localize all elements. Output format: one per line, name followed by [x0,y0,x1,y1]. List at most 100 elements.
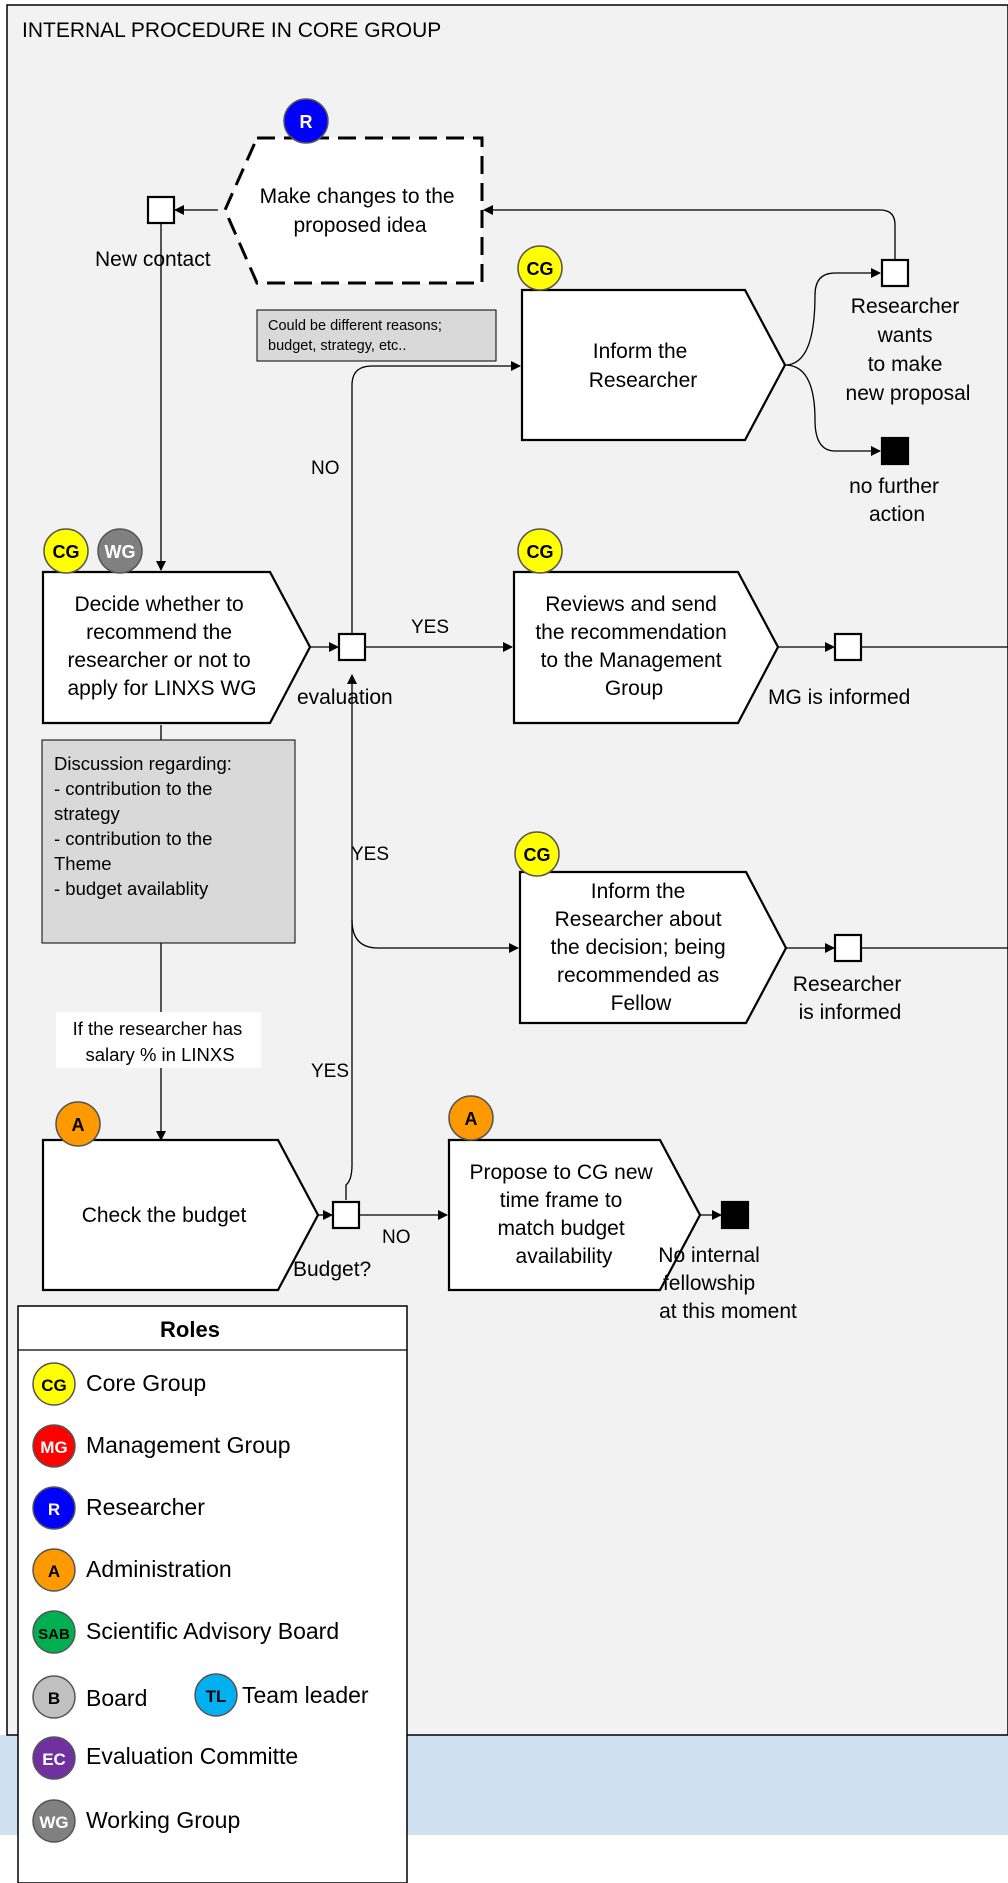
gateway-budget [331,1200,361,1230]
task-reviews-send-line-1: Reviews and send [545,593,717,616]
event-researcher-informed [833,933,863,963]
task-inform-researcher-line-2: Researcher [589,369,698,392]
legend-code-board: B [48,1689,60,1708]
task-propose-time-line-4: availability [516,1245,613,1268]
label-researcher-informed: Researcher is informed [793,973,907,1024]
badge-working-group-decide-text: WG [105,542,136,562]
badge-core-group-reviews: CG [517,528,563,574]
legend-label-core-group: Core Group [86,1370,206,1396]
event-labels: New contact Researcher wants to make new… [95,248,970,1323]
badge-core-group-decide: CG [43,528,89,574]
connector-back-to-changes [483,205,896,260]
note-reasons: Could be different reasons; budget, stra… [256,309,497,362]
events [146,195,910,1230]
task-decide-line-2: recommend the [86,621,232,644]
legend-item-evaluation-committee: EC Evaluation Committe [32,1736,298,1780]
task-inform-decision-line-4: recommended as [557,964,719,987]
connector-yes-fellow [351,919,519,953]
connector-to-no-further [784,364,881,456]
event-new-contact [146,195,176,225]
legend-code-researcher: R [48,1500,60,1519]
label-no-internal: No internal fellowship at this moment [658,1244,797,1323]
badge-administration-check: A [55,1101,101,1147]
label-researcher-informed-line-2: is informed [799,1001,902,1024]
note-reasons-line-2: budget, strategy, etc.. [268,338,406,354]
svg-text:Inform the Researcher ab: Inform the Researcher about the decision… [551,880,732,1015]
badge-researcher-make-changes: R [283,98,329,144]
task-role-badges: R CG CG WG CG CG A A [43,98,563,1147]
legend-box [17,1305,408,1883]
roles-legend: Roles CG Core Group MG Management Group … [17,1305,408,1883]
label-researcher-wants-line-1: Researcher [851,295,960,318]
task-inform-decision-line-3: the decision; being [551,936,726,959]
badge-researcher-make-changes-text: R [300,112,313,132]
legend-label-sab: Scientific Advisory Board [86,1618,339,1644]
legend-title: Roles [160,1317,220,1342]
event-mg-informed [833,632,863,662]
label-researcher-informed-line-1: Researcher [793,973,902,996]
badge-administration-propose: A [448,1095,494,1141]
flow-label-no-budget: NO [382,1227,411,1248]
svg-text:Make changes to the prop: Make changes to the proposed idea [260,185,461,237]
legend-code-working-group: WG [39,1813,68,1832]
label-no-further-line-1: no further [849,475,939,498]
svg-text:Check the budget: Check the budget [82,1204,247,1227]
task-inform-decision: Inform the Researcher about the decision… [518,870,788,1025]
svg-text:Propose to CG new time f: Propose to CG new time frame to match bu… [469,1161,658,1268]
badge-administration-check-text: A [72,1115,85,1135]
task-reviews-send: Reviews and send the recommendation to t… [512,570,780,725]
legend-code-sab: SAB [38,1626,70,1643]
badge-core-group-inform-decision-text: CG [524,845,551,865]
task-check-budget: Check the budget [41,1138,320,1292]
label-no-internal-line-3: at this moment [659,1300,797,1323]
flow-label-yes-fellow: YES [351,844,389,865]
task-check-budget-line-1: Check the budget [82,1204,247,1227]
note-discussion-line-6: - budget availablity [54,878,209,899]
legend-item-core-group: CG Core Group [32,1362,206,1406]
badge-core-group-inform-decision: CG [514,831,560,877]
task-reviews-send-line-4: Group [605,677,663,700]
task-make-changes-line-1: Make changes to the [260,185,455,208]
flow-label-salary-line-2: salary % in LINXS [85,1044,234,1065]
label-no-further: no further action [849,475,945,526]
svg-text:Inform the Researcher: Inform the Researcher [589,340,698,392]
salary-label-background [56,1012,261,1068]
task-make-changes: Make changes to the proposed idea [223,136,484,285]
task-reviews-send-line-3: to the Management [541,649,722,672]
legend-item-management-group: MG Management Group [32,1424,291,1468]
legend-item-board: B Board [32,1675,147,1719]
note-discussion: Discussion regarding: - contribution to … [41,739,296,944]
task-decide-line-4: apply for LINXS WG [67,677,256,700]
flow-label-yes-budget: YES [311,1061,349,1082]
legend-code-evaluation-committee: EC [42,1750,66,1769]
badge-core-group-decide-text: CG [53,542,80,562]
label-no-further-line-2: action [869,503,925,526]
label-no-internal-line-1: No internal [658,1244,760,1267]
legend-label-evaluation-committee: Evaluation Committe [86,1743,298,1769]
label-researcher-wants-line-3: to make [868,353,943,376]
label-researcher-wants-line-4: new proposal [846,382,971,405]
legend-item-team-leader: TL Team leader [194,1673,369,1717]
svg-text:Could be different reasons;: Could be different reasons; budget, stra… [268,318,446,354]
legend-item-working-group: WG Working Group [32,1799,240,1843]
legend-label-team-leader: Team leader [242,1682,369,1708]
label-researcher-wants: Researcher wants to make new proposal [846,295,971,405]
note-discussion-line-1: Discussion regarding: [54,753,232,774]
badge-working-group-decide: WG [97,528,143,574]
task-inform-decision-line-2: Researcher about [555,908,722,931]
task-propose-time-line-3: match budget [497,1217,624,1240]
task-make-changes-line-2: proposed idea [293,214,426,237]
legend-item-sab: SAB Scientific Advisory Board [32,1610,339,1654]
label-no-internal-line-2: fellowship [663,1272,755,1295]
note-discussion-line-3: strategy [54,803,121,824]
legend-code-management-group: MG [40,1438,67,1457]
connector-no-branch [351,361,521,633]
gateway-evaluation [337,632,367,662]
flow-labels: NO YES YES YES NO If the researcher has … [56,458,449,1248]
legend-item-administration: A Administration [32,1548,232,1592]
legend-item-researcher: R Researcher [32,1486,205,1530]
label-evaluation: evaluation [297,686,393,709]
legend-label-administration: Administration [86,1556,232,1582]
task-decide-line-3: researcher or not to [67,649,250,672]
connector-budget-yes [345,674,357,1200]
